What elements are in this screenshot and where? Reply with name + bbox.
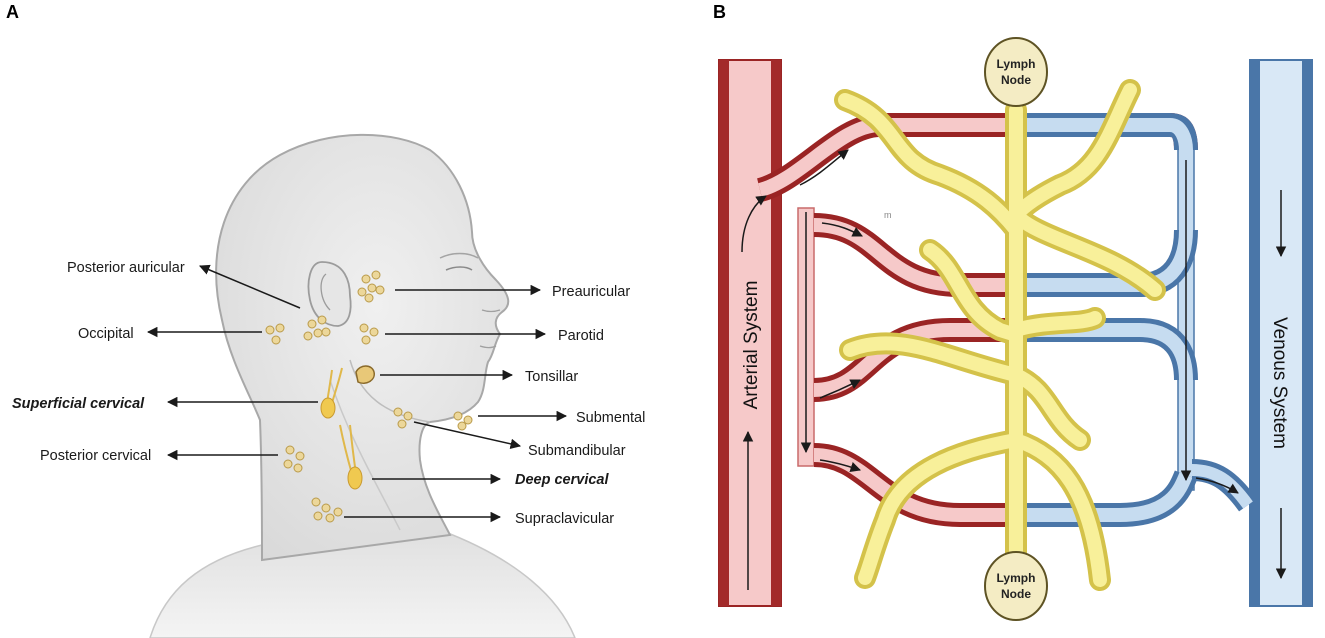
panel-a-labels: Posterior auricular Preauricular Occipit…	[12, 260, 645, 527]
venous-system-label: Venous System	[1269, 317, 1290, 449]
head-illustration	[149, 133, 576, 638]
label-supraclavicular: Supraclavicular	[515, 511, 614, 527]
superficial-cervical-node	[320, 397, 336, 419]
label-posterior-cervical: Posterior cervical	[40, 448, 151, 464]
panel-a-letter: A	[6, 2, 19, 22]
lymph-node-bottom-line2: Node	[1001, 587, 1031, 601]
stray-mark: m	[884, 210, 892, 220]
panel-b-letter: B	[713, 2, 726, 22]
lymph-node-clusters	[265, 270, 473, 523]
lymph-node-bottom: Lymph Node	[984, 551, 1048, 621]
flow-arrows	[741, 149, 1287, 590]
lymph-node-top: Lymph Node	[984, 37, 1048, 107]
panel-a-arrows	[146, 264, 568, 523]
arterial-system-label: Arterial System	[741, 281, 762, 410]
lymph-node-top-line2: Node	[1001, 73, 1031, 87]
label-deep-cervical: Deep cervical	[515, 472, 609, 488]
deep-cervical-node	[347, 466, 363, 490]
label-submental: Submental	[576, 410, 645, 426]
label-superficial-cervical: Superficial cervical	[12, 396, 145, 412]
lymphatic-vessels	[834, 79, 1166, 591]
label-preauricular: Preauricular	[552, 284, 630, 300]
tonsillar-node	[355, 365, 375, 384]
arterial-vessel	[718, 59, 782, 607]
label-occipital: Occipital	[78, 326, 134, 342]
label-parotid: Parotid	[558, 328, 604, 344]
label-submandibular: Submandibular	[528, 443, 626, 459]
label-tonsillar: Tonsillar	[525, 369, 578, 385]
lymph-node-bottom-line1: Lymph	[997, 571, 1036, 585]
lymph-node-top-line1: Lymph	[997, 57, 1036, 71]
label-posterior-auricular: Posterior auricular	[67, 260, 185, 276]
